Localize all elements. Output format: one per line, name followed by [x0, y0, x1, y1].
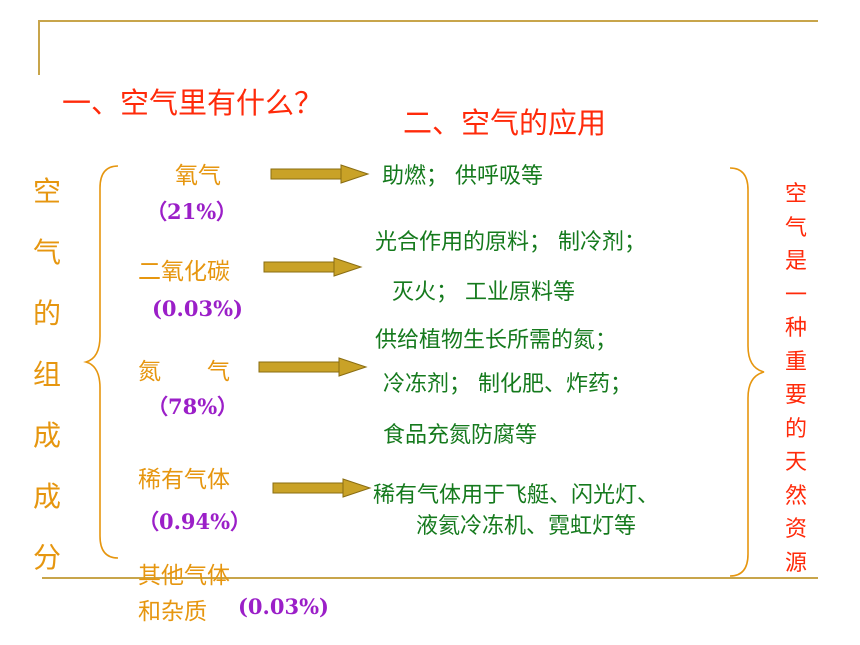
top-rule — [38, 20, 818, 22]
section2-heading: 二、空气的应用 — [403, 106, 607, 140]
section1-heading: 一、空气里有什么？ — [62, 86, 324, 120]
oxygen-use: 助燃； 供呼吸等 — [382, 164, 543, 189]
left-brace — [83, 165, 119, 559]
noble-gas-percent: （0.94%） — [138, 509, 252, 534]
left-label-char: 成 — [32, 480, 61, 513]
oxygen-label: 氧气 — [175, 163, 221, 189]
right-label-char: 重 — [784, 349, 807, 375]
left-label-char: 成 — [32, 419, 61, 452]
left-rule — [38, 20, 40, 75]
right-label-char: 的 — [784, 416, 807, 442]
other-gas-label: 其他气体 — [138, 563, 230, 589]
arrow-nitrogen — [258, 357, 368, 377]
left-label-char: 的 — [32, 297, 61, 330]
nitrogen-use-line1: 供给植物生长所需的氮； — [375, 328, 618, 353]
right-label-char: 然 — [784, 483, 807, 509]
arrow-oxygen — [270, 164, 370, 184]
oxygen-percent: （21%） — [146, 199, 238, 224]
co2-percent: (0.03%) — [152, 296, 243, 321]
co2-use-line2: 灭火； 工业原料等 — [392, 280, 575, 305]
nitrogen-percent: （78%） — [147, 394, 239, 419]
co2-use-line1: 光合作用的原料； 制冷剂； — [375, 230, 646, 255]
nitrogen-label: 氮 气 — [138, 359, 230, 385]
left-label-char: 分 — [32, 541, 61, 574]
noble-gas-use-line1: 稀有气体用于飞艇、闪光灯、 — [373, 483, 660, 508]
arrow-co2 — [263, 257, 363, 277]
right-brace — [729, 167, 765, 577]
left-vertical-label: 空 气 的 组 成 成 分 — [30, 161, 64, 588]
left-label-char: 组 — [32, 358, 61, 391]
noble-gas-use-line2: 液氦冷冻机、霓虹灯等 — [416, 514, 637, 539]
right-label-char: 天 — [784, 450, 807, 475]
right-label-char: 要 — [784, 383, 807, 408]
right-label-char: 源 — [784, 550, 807, 576]
noble-gas-label: 稀有气体 — [138, 467, 230, 493]
co2-label: 二氧化碳 — [138, 259, 230, 285]
bottom-rule — [42, 577, 818, 579]
other-gas-percent: (0.03%) — [238, 594, 329, 619]
left-label-char: 空 — [32, 175, 61, 208]
right-label-char: 气 — [784, 215, 807, 241]
right-vertical-label: 空 气 是 一 种 重 要 的 天 然 资 源 — [781, 178, 811, 580]
impurities-label: 和杂质 — [138, 599, 207, 625]
right-label-char: 种 — [784, 316, 807, 341]
right-label-char: 资 — [784, 517, 807, 542]
right-label-char: 空 — [784, 182, 807, 207]
nitrogen-use-line3: 食品充氮防腐等 — [383, 423, 538, 448]
right-label-char: 一 — [784, 282, 807, 308]
nitrogen-use-line2: 冷冻剂； 制化肥、炸药； — [383, 372, 632, 397]
right-label-char: 是 — [784, 249, 807, 274]
arrow-noble-gas — [272, 478, 372, 498]
left-label-char: 气 — [32, 236, 61, 269]
